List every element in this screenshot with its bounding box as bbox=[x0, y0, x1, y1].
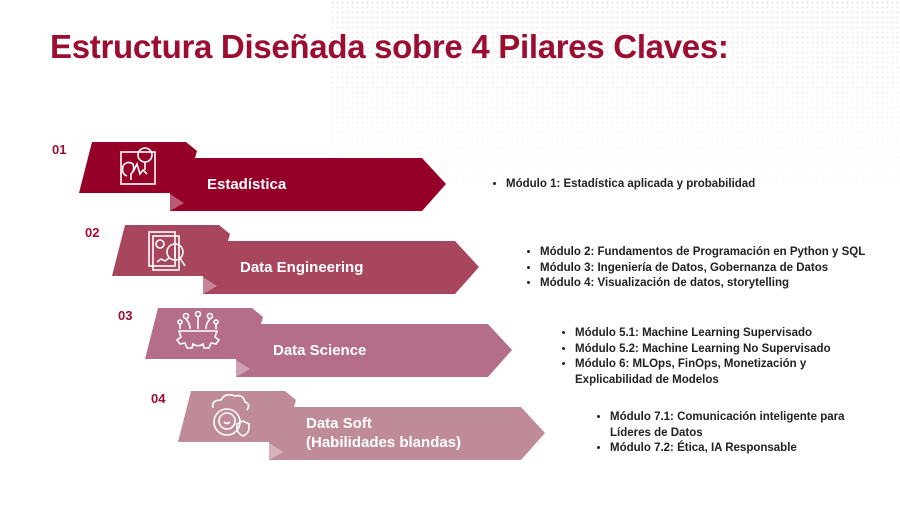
pillar-number: 04 bbox=[151, 391, 166, 406]
pillar-arrow-2 bbox=[112, 225, 479, 294]
pillar-label-line1: Data Soft bbox=[306, 415, 372, 432]
pillar-fold-triangle bbox=[269, 443, 283, 460]
pillar-arrow-body bbox=[269, 407, 545, 460]
pillar-tab bbox=[145, 308, 263, 359]
data-report-magnifier-icon bbox=[148, 231, 186, 271]
pillar-arrow-4 bbox=[178, 391, 545, 460]
pillar-arrow-body bbox=[203, 241, 479, 294]
pillar-number: 03 bbox=[118, 308, 133, 323]
module-item: Módulo 7.1: Comunicación inteligente par… bbox=[610, 410, 870, 441]
module-item: Módulo 5.2: Machine Learning No Supervis… bbox=[575, 342, 835, 358]
module-item: Módulo 4: Visualización de datos, storyt… bbox=[540, 276, 865, 292]
module-item: Módulo 2: Fundamentos de Programación en… bbox=[540, 245, 865, 261]
module-item: Módulo 3: Ingeniería de Datos, Gobernanz… bbox=[540, 261, 865, 277]
module-item: Módulo 7.2: Ética, IA Responsable bbox=[610, 441, 870, 457]
person-cloud-shield-icon bbox=[211, 393, 250, 437]
pillar-number: 01 bbox=[52, 142, 67, 157]
pillar-number: 02 bbox=[85, 225, 100, 240]
pillar-fold-triangle bbox=[203, 277, 217, 294]
pillar-tab bbox=[112, 225, 230, 276]
pillar-arrow-body bbox=[170, 158, 446, 211]
pillar-label: Data Science bbox=[273, 342, 367, 359]
pillar-label: Estadística bbox=[207, 176, 287, 193]
pillar-tab bbox=[178, 391, 296, 442]
module-list: Módulo 1: Estadística aplicada y probabi… bbox=[492, 177, 755, 193]
module-item: Módulo 5.1: Machine Learning Supervisado bbox=[575, 326, 835, 342]
pillar-label: Data Engineering bbox=[240, 259, 364, 276]
pillar-label: Data Soft (Habilidades blandas) bbox=[306, 414, 461, 452]
module-list: Módulo 7.1: Comunicación inteligente par… bbox=[596, 410, 870, 457]
statistics-analysis-icon bbox=[120, 147, 156, 185]
pillar-fold-triangle bbox=[170, 194, 184, 211]
pillar-arrow-3 bbox=[145, 308, 512, 377]
pillar-label-line2: (Habilidades blandas) bbox=[306, 434, 462, 451]
gear-circuit-icon bbox=[175, 310, 221, 349]
module-list: Módulo 5.1: Machine Learning Supervisado… bbox=[561, 326, 835, 388]
pillar-arrow-body bbox=[236, 324, 512, 377]
module-item: Módulo 1: Estadística aplicada y probabi… bbox=[506, 177, 755, 193]
pillar-fold-triangle bbox=[236, 360, 250, 377]
module-item: Módulo 6: MLOps, FinOps, Monetización y … bbox=[575, 357, 835, 388]
page-title: Estructura Diseñada sobre 4 Pilares Clav… bbox=[50, 28, 729, 65]
module-list: Módulo 2: Fundamentos de Programación en… bbox=[526, 245, 865, 292]
